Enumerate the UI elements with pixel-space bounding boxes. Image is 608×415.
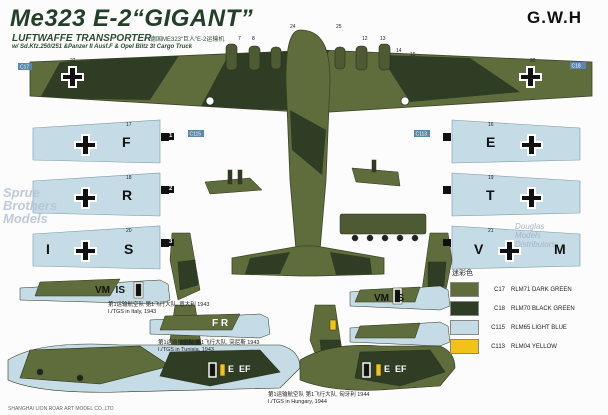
legend-row: C113 RLM04 YELLOW [450,338,600,355]
profile-3 [7,343,301,393]
swatch-c115 [450,320,479,335]
brand-logo: G.W.H [527,8,583,27]
svg-text:8: 8 [252,36,255,42]
svg-text:24: 24 [290,24,296,30]
swatch-name: RLM70 BLACK GREEN [511,305,575,312]
swatch-name: RLM71 DARK GREEN [511,286,572,293]
right-wing-letter-1: E [486,134,496,150]
right-wing-callout-3: 21 [488,228,494,234]
engine-detail-right [351,159,401,187]
left-wing-callout-3: 20 [126,228,132,234]
side-code-right-upper: VM IS [374,293,405,304]
callout-chips: C17 C18 C115 C113 [18,62,586,138]
page-subtitle: LUFTWAFFE TRANSPORTER [12,33,152,44]
watermark-logo: Sprue Brothers Models [3,185,58,226]
svg-text:14: 14 [396,48,402,54]
profile-side-right-lower [349,321,451,347]
swatch-c17 [450,282,479,297]
svg-text:C115: C115 [190,132,202,138]
tail-fin-left [169,232,201,301]
callout-numbers: 22 22 24 25 7 8 12 13 14 15 [70,24,536,64]
svg-text:12: 12 [362,36,368,42]
marker-2: 2 [169,186,173,192]
panel-cross [74,187,97,209]
svg-text:C113: C113 [416,132,428,138]
page-subtitle-cn: 德国ME323“巨人”E-2运输机 [150,37,225,43]
profile-3-right [299,344,456,391]
legend-header: 迷彩色 [452,270,473,277]
svg-text:C17: C17 [20,65,29,71]
swatch-code: C115 [491,324,505,331]
paint-legend: 迷彩色 C17 RLM71 DARK GREEN C18 RLM70 BLACK… [450,268,600,357]
left-wing-letter-3: S [124,241,134,257]
marker-3: 3 [169,239,173,245]
profile-1-caption: 第1运输航空队 第1飞行大队, 意大利 1943 I./TGS in Italy… [108,302,210,315]
profile-3-code: E EF [228,364,251,374]
panel-cross [498,240,521,262]
panel-cross [520,134,543,156]
svg-text:25: 25 [336,24,342,30]
vehicles-subtitle: w/ Sd.Kfz.250/251 &Panzer II Ausf.F & Op… [12,44,193,50]
profile-1-code: VM IS [95,285,126,296]
wing-cross-right [519,66,542,88]
svg-text:C18: C18 [572,64,581,70]
side-code-right-lower: E EF [384,364,407,374]
left-wing-prefix-3: I [46,241,50,257]
swatch-name: RLM65 LIGHT BLUE [511,324,567,331]
step-markers [167,133,450,246]
left-wing-letter-1: F [122,134,131,150]
legend-row: C18 RLM70 BLACK GREEN [450,300,600,317]
svg-text:15: 15 [410,52,416,58]
marker-1: 1 [169,133,173,139]
profile-3-caption: 第1运输航空队 第1飞行大队, 匈牙利 1944 I./TGS in Hunga… [268,392,370,405]
swatch-code: C113 [491,343,505,350]
profile-side-right [349,285,451,311]
svg-text:7: 7 [238,36,241,42]
panel-cross [520,187,543,209]
panel-cross [74,240,97,262]
swatch-code: C18 [493,305,505,312]
left-wing-callout-2: 18 [126,175,132,181]
profile-2 [149,313,271,339]
svg-text:22: 22 [530,58,536,64]
distributor-logo: Douglas Models Distributors [515,222,556,249]
profile-1 [19,278,171,305]
right-wing-prefix-3: V [474,241,484,257]
right-wing-callout-2: 19 [488,175,494,181]
legend-row: C115 RLM65 LIGHT BLUE [450,319,600,336]
truck-icon [339,213,427,242]
svg-text:13: 13 [380,36,386,42]
swatch-c113 [450,339,479,354]
wing-cross-left [61,66,84,88]
engine-detail-left [204,169,263,195]
profile-2-code: F R [212,318,229,329]
panel-cross [74,134,97,156]
right-wing-letter-2: T [486,187,495,203]
svg-text:22: 22 [70,58,76,64]
right-wing-callout-1: 16 [488,122,494,128]
profile-2-caption: 第1运输航空队 第1飞行大队, 突尼斯 1943 I./TGS in Tunis… [158,340,260,353]
page-title: Me323 E-2“GIGANT” [10,5,254,32]
swatch-code: C17 [493,286,505,293]
right-wing-letter-3: M [554,241,566,257]
engine-nacelles [225,43,391,71]
tail-fin-right [421,232,453,301]
legend-row: C17 RLM71 DARK GREEN [450,281,600,298]
left-wing-callout-1: 17 [126,122,132,128]
swatch-name: RLM04 YELLOW [511,343,557,350]
left-wing-letter-2: R [122,187,133,203]
swatch-c18 [450,301,479,316]
footer-company: SHANGHAI LION ROAR ART MODEL CO.,LTD [8,406,114,412]
